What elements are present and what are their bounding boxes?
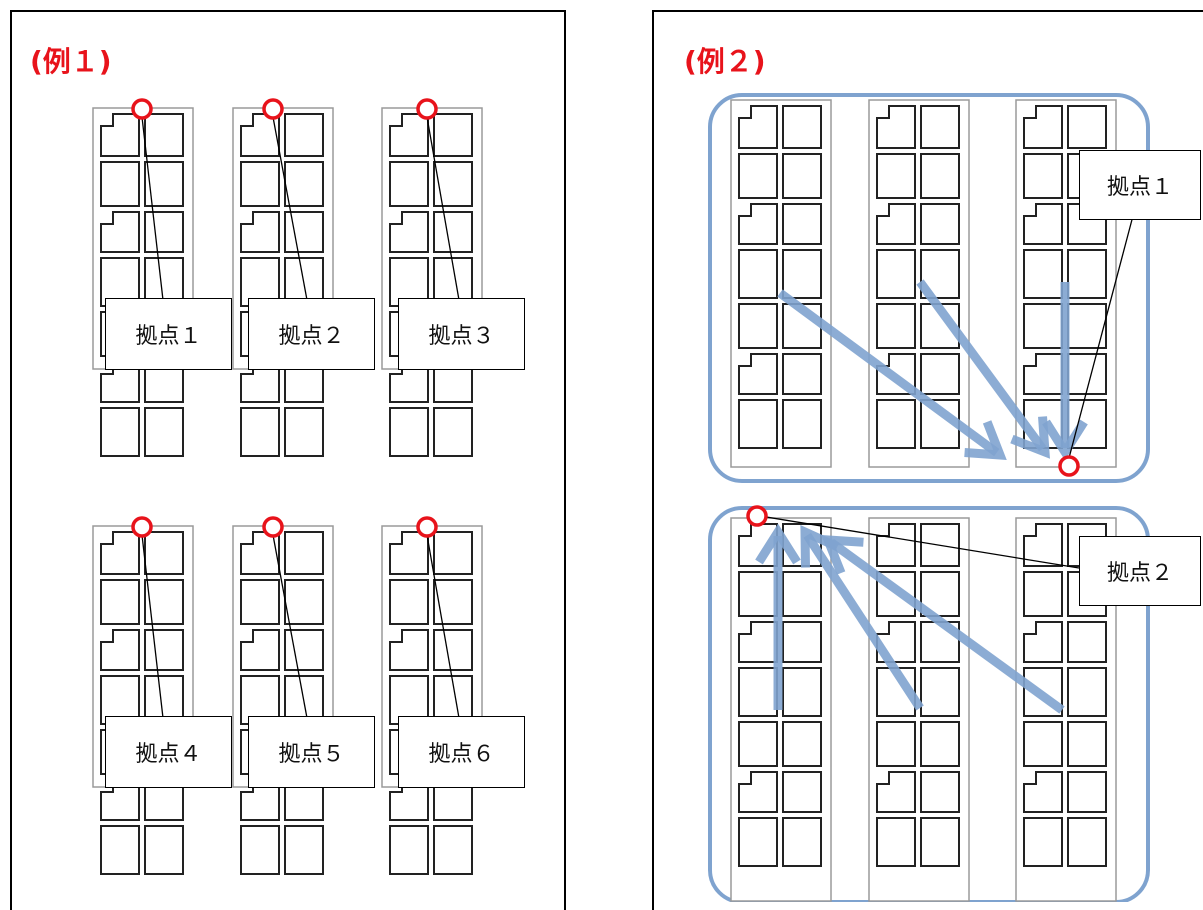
example-2-title: (例２) [684, 45, 766, 78]
base-4-label: 拠点４ [105, 716, 232, 788]
ex2-base-2-label: 拠点２ [1079, 536, 1201, 606]
base-3-label: 拠点３ [398, 298, 525, 370]
base-6-label: 拠点６ [398, 716, 525, 788]
ex2-base-1-label: 拠点１ [1079, 150, 1201, 220]
base-1-label: 拠点１ [105, 298, 232, 370]
example-1-title: (例１) [30, 45, 112, 78]
base-5-label: 拠点５ [248, 716, 375, 788]
example-2-panel: (例２) [652, 10, 1203, 910]
base-2-label: 拠点２ [248, 298, 375, 370]
